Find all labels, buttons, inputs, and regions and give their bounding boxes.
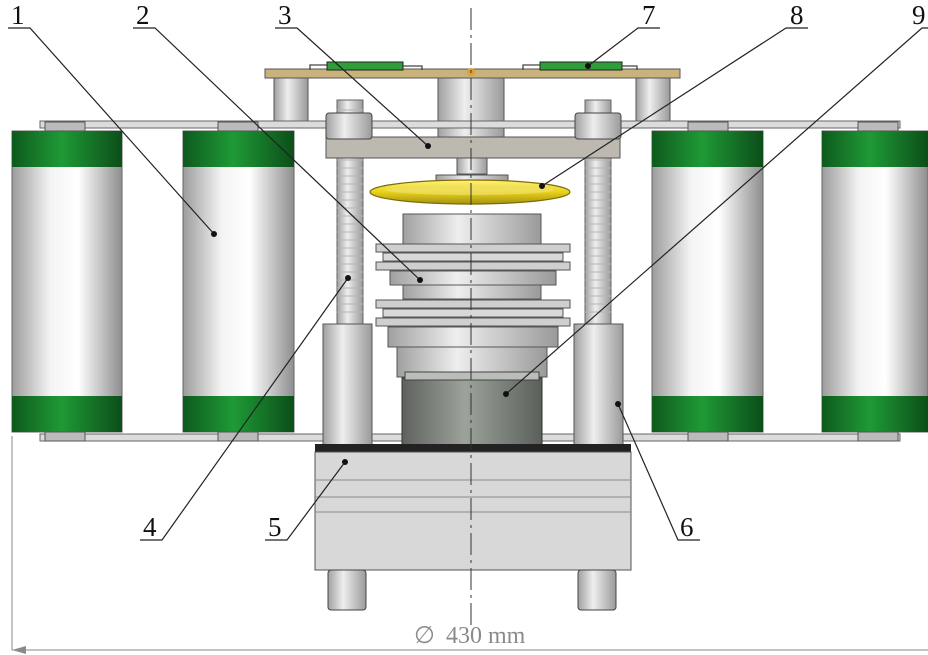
callout-3: 3 [278,0,292,30]
capacitor-inner-right [651,121,764,442]
capacitor-inner-left [182,121,295,442]
callout-8: 8 [790,0,804,30]
spacer-left [322,323,373,446]
base-block [314,444,632,611]
top-clamp-plate [325,136,621,159]
dimension-symbol: ∅ [414,623,435,649]
leader-lines [8,27,928,541]
nut-top-right [574,112,622,140]
capacitor-outer-right [821,121,928,442]
callout-9: 9 [912,0,926,30]
nut-top-left [325,112,373,140]
dimension-value: 430 mm [446,623,526,649]
callout-2: 2 [136,0,150,30]
callout-6: 6 [680,512,694,542]
dimension-line [11,436,928,654]
leader-dots [211,63,621,465]
press-pack-stack [375,157,571,378]
callout-5: 5 [268,512,282,542]
spacer-right [573,323,624,446]
callout-7: 7 [642,0,656,30]
heatsink-block [401,377,543,447]
capacitor-outer-left [11,121,123,442]
callout-4: 4 [143,512,157,542]
callout-1: 1 [11,0,25,30]
circuit-board [264,61,681,79]
